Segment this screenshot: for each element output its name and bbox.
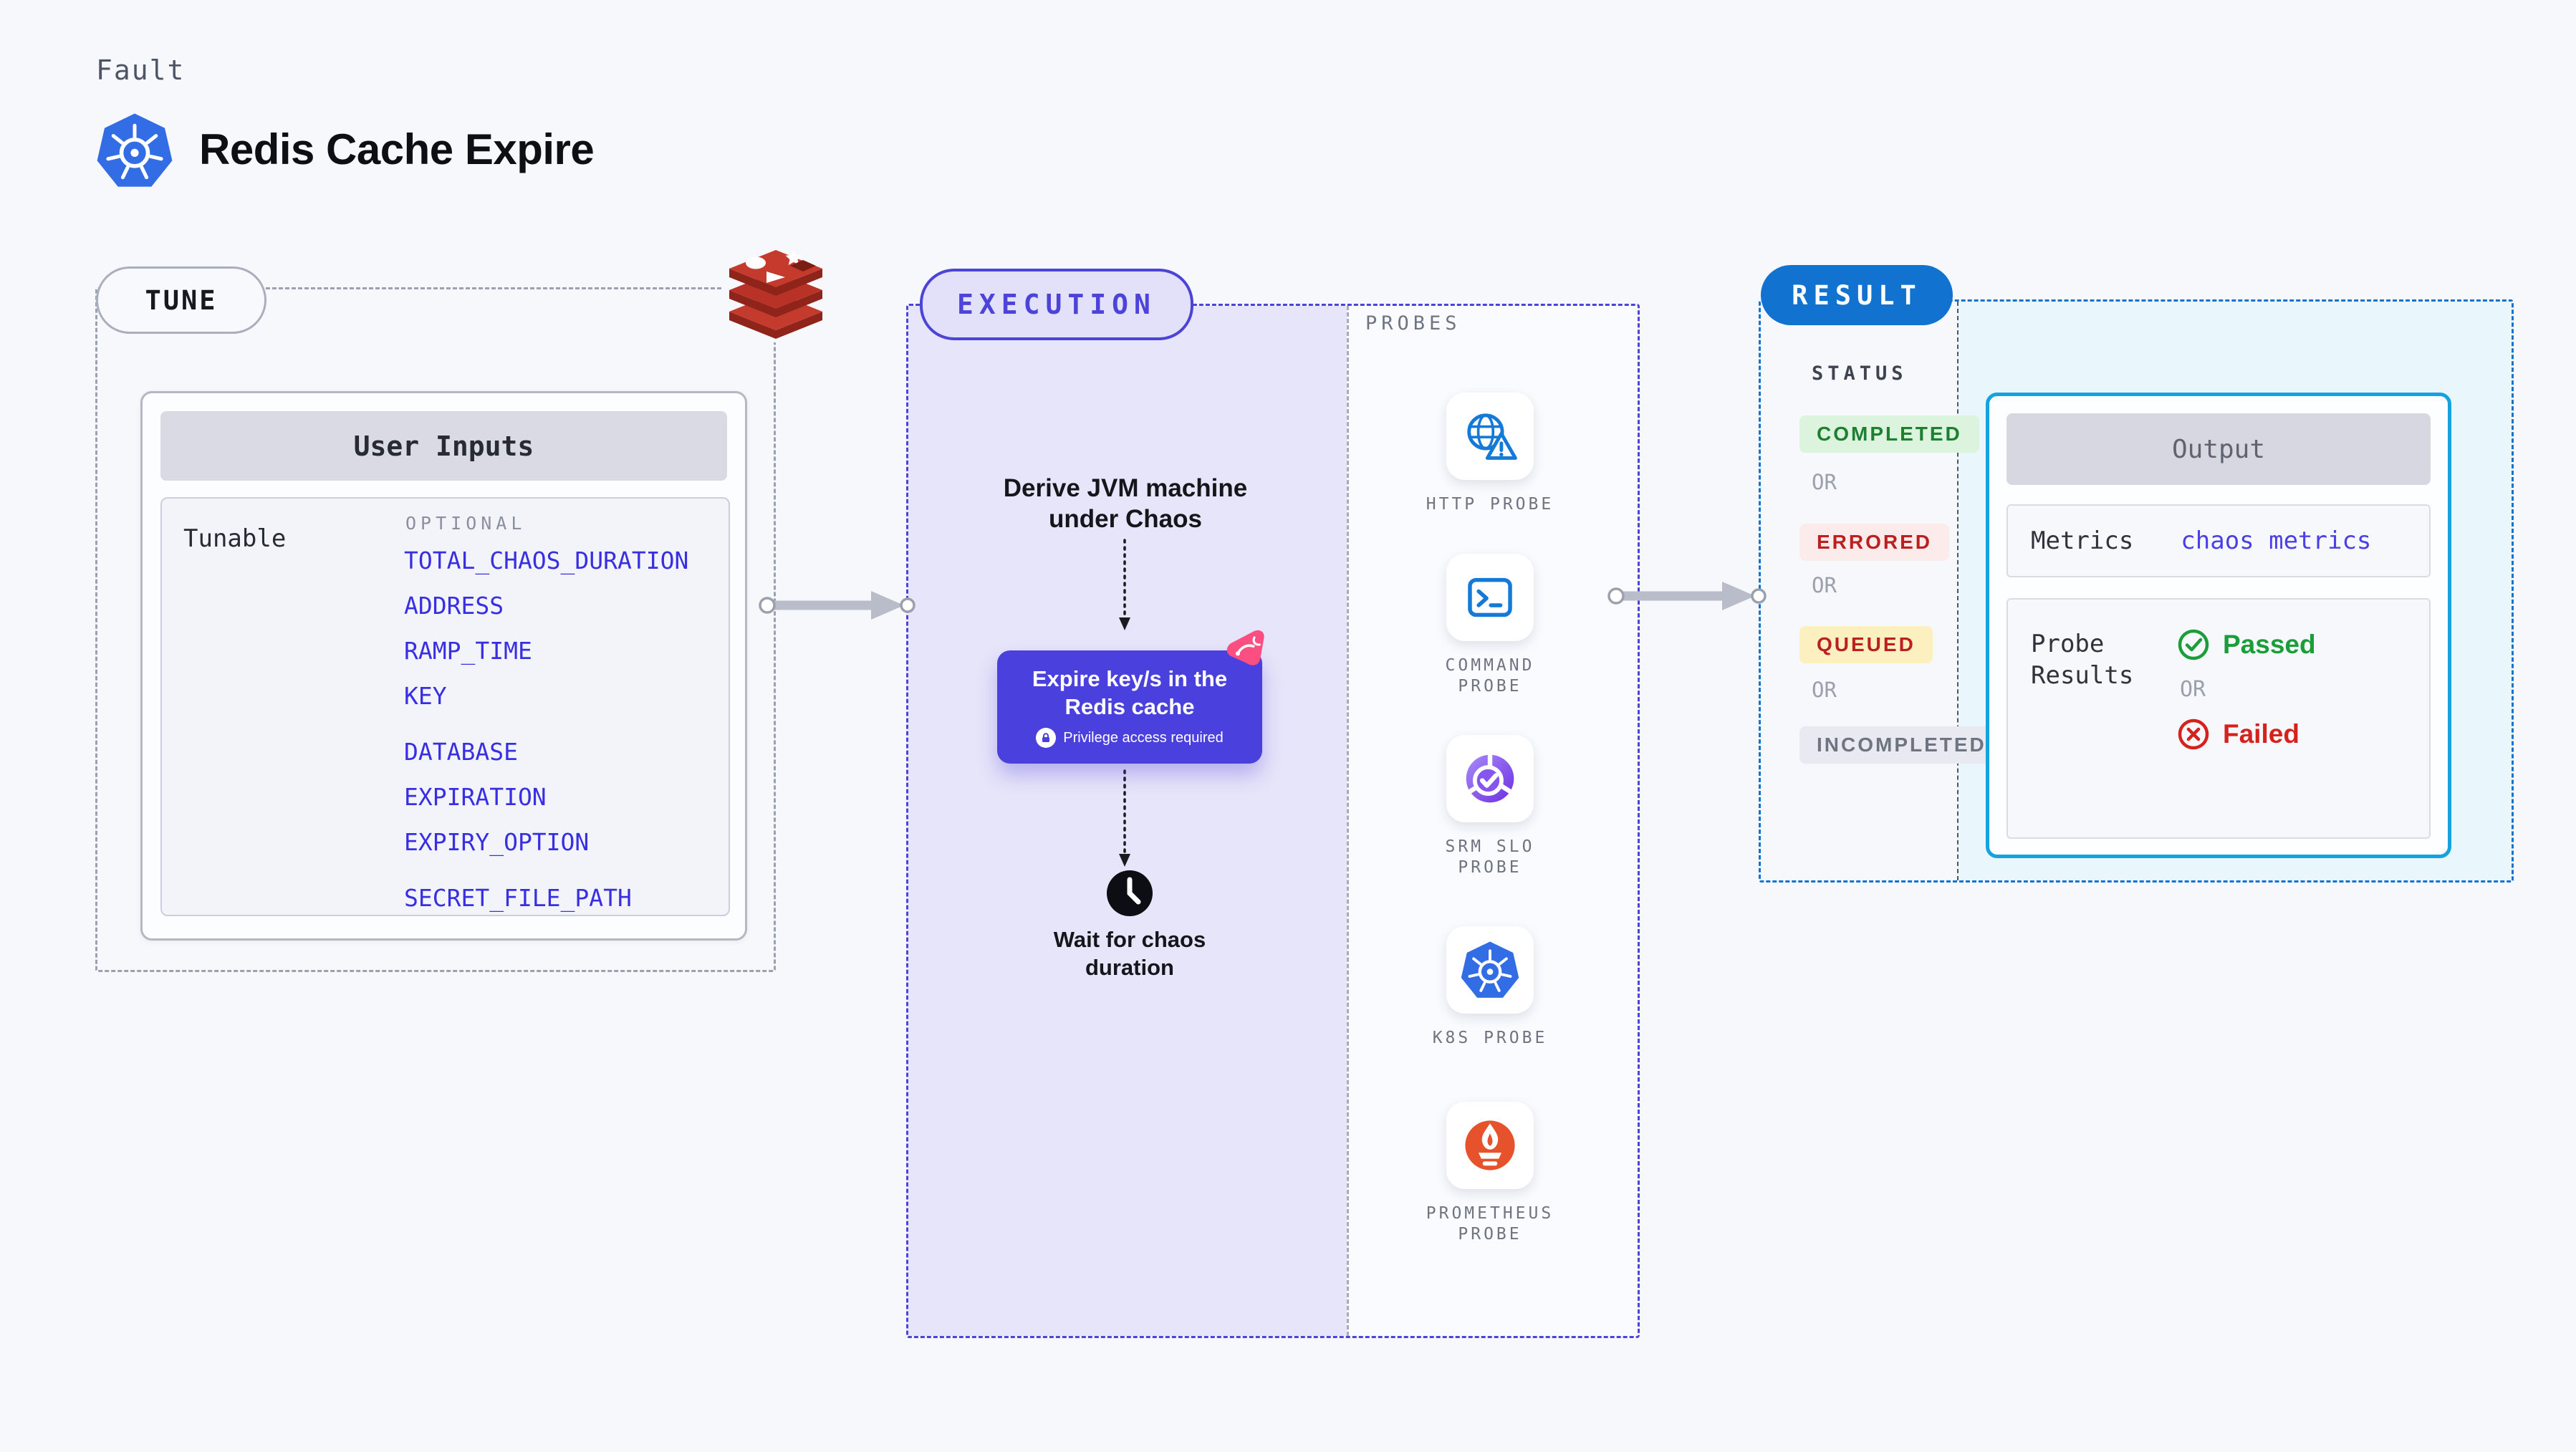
probe-item-k8s: K8S PROBE [1403,926,1577,1049]
execution-flow-area [908,306,1347,1336]
kubernetes-icon [95,110,175,191]
tune-section-outline [95,287,776,972]
status-badge-completed: COMPLETED [1799,415,1979,453]
prometheus-icon [1446,1102,1534,1189]
param-link-total-chaos-duration[interactable]: TOTAL_CHAOS_DURATION [404,547,689,574]
flow-arrow-down-icon [1119,769,1130,867]
probe-label: K8S PROBE [1432,1029,1548,1047]
tunable-label: Tunable [183,524,287,553]
tune-to-execution-arrow [759,591,915,620]
privilege-badge: Privilege access required [997,728,1262,748]
status-badge-errored: ERRORED [1799,524,1950,561]
check-circle-icon [2178,629,2209,660]
probe-label: SRM SLO PROBE [1445,837,1535,877]
fault-eyebrow: Fault [96,54,186,86]
tune-badge: TUNE [96,266,266,334]
param-link-expiry-option[interactable]: EXPIRY_OPTION [404,828,590,856]
wait-step-label: Wait for chaos duration [1053,927,1206,980]
param-link-secret-file-path[interactable]: SECRET_FILE_PATH [404,884,632,912]
output-card: Output Metrics chaos metrics Probe Resul… [1986,393,2451,858]
clock-icon [1105,869,1154,918]
param-link-key[interactable]: KEY [404,682,447,710]
failed-line: Failed [2177,718,2299,751]
metrics-row: Metrics chaos metrics [2007,504,2431,577]
probe-label: COMMAND PROBE [1445,656,1535,696]
page-title: Redis Cache Expire [199,125,595,173]
status-badge-queued: QUEUED [1799,626,1933,663]
redis-icon [722,249,830,342]
chaos-action-title: Expire key/s in the Redis cache [1032,666,1228,719]
probe-item-prometheus: PROMETHEUS PROBE [1403,1102,1577,1245]
passed-label: Passed [2223,630,2316,659]
probe-label: HTTP PROBE [1426,495,1554,514]
flow-arrow-down-icon [1119,539,1130,630]
terminal-icon [1446,554,1534,641]
status-header: STATUS [1812,362,1908,385]
execution-to-result-arrow [1607,582,1767,610]
x-circle-icon [2178,718,2209,750]
slo-check-icon [1446,735,1534,822]
output-title: Output [2007,413,2431,485]
derive-step-label: Derive JVM machine under Chaos [1003,474,1248,533]
lock-icon [1036,728,1057,748]
or-separator: OR [1812,678,1837,702]
probe-results-label: Probe Results [2031,630,2134,690]
param-link-expiration[interactable]: EXPIRATION [404,783,547,811]
optional-header: OPTIONAL [405,513,527,534]
or-separator: OR [1812,573,1837,597]
param-link-database[interactable]: DATABASE [404,738,518,766]
user-inputs-card: User Inputs Tunable OPTIONAL TOTAL_CHAOS… [140,391,747,941]
probes-section-label: PROBES [1365,312,1461,335]
execution-badge: EXECUTION [920,269,1193,340]
metrics-label: Metrics [2031,527,2134,555]
param-list: OPTIONAL TOTAL_CHAOS_DURATION ADDRESS RA… [404,513,688,929]
user-inputs-body: Tunable OPTIONAL TOTAL_CHAOS_DURATION AD… [160,497,730,916]
result-badge: RESULT [1761,265,1953,325]
privilege-badge-label: Privilege access required [1063,729,1224,746]
user-inputs-title: User Inputs [160,411,727,481]
probe-results-row: Probe Results Passed OR Failed [2007,598,2431,839]
chaos-icon [1219,622,1271,675]
kubernetes-icon [1446,926,1534,1014]
globe-warning-icon [1446,393,1534,480]
probe-label: PROMETHEUS PROBE [1426,1204,1554,1244]
probe-item-command: COMMAND PROBE [1403,554,1577,697]
param-link-address[interactable]: ADDRESS [404,592,504,620]
probe-results-values: Passed OR Failed [2177,628,2316,837]
chaos-action-card: Expire key/s in the Redis cache Privileg… [997,650,1262,764]
or-separator: OR [2180,677,2206,702]
status-badge-incompleted: INCOMPLETED [1799,726,2004,764]
probe-item-http: HTTP PROBE [1403,393,1577,515]
passed-line: Passed [2177,628,2316,661]
probe-item-srm-slo: SRM SLO PROBE [1403,735,1577,878]
failed-label: Failed [2223,719,2299,749]
chaos-metrics-link[interactable]: chaos metrics [2181,527,2372,555]
or-separator: OR [1812,470,1837,494]
param-link-ramp-time[interactable]: RAMP_TIME [404,637,532,665]
